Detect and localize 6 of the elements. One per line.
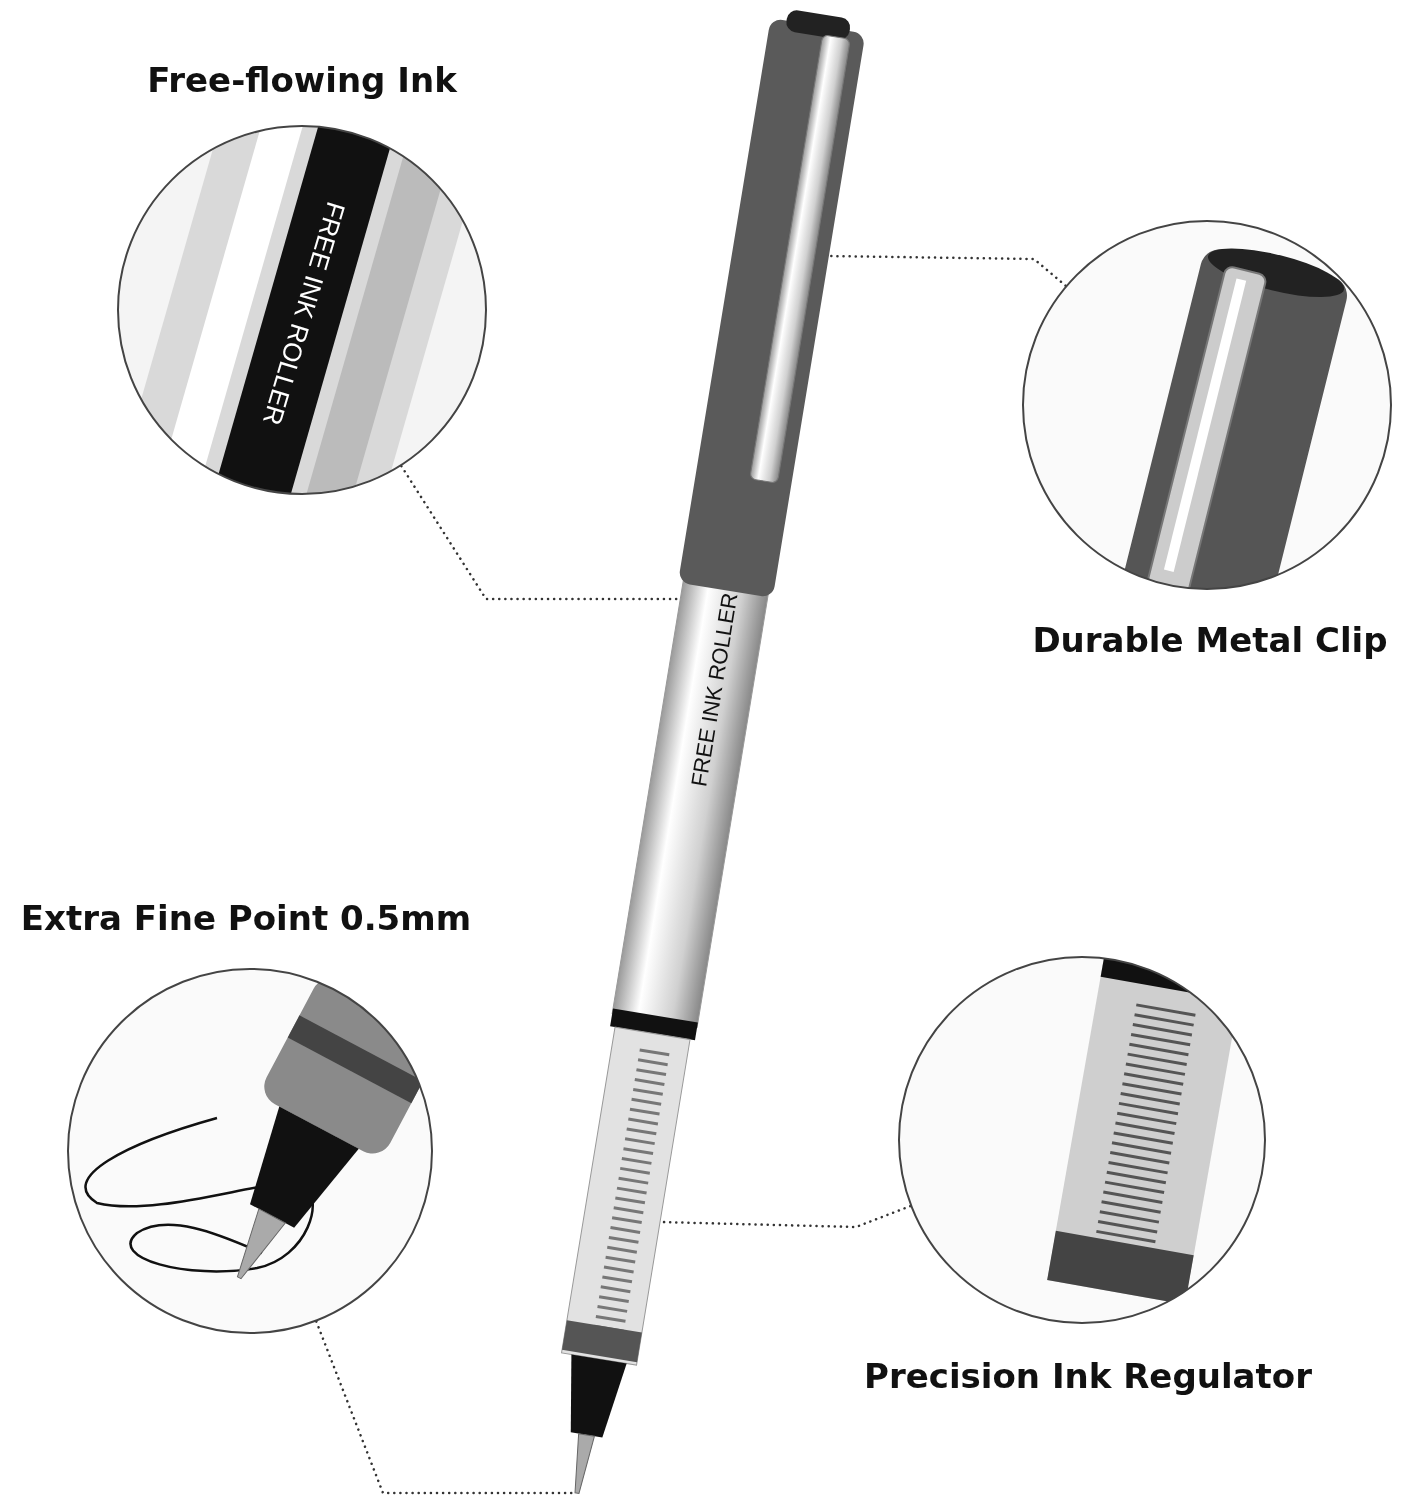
printed-pen-text: FREE INK ROLLER: [686, 591, 743, 789]
leader-line: [827, 254, 1067, 287]
callout-heading: Durable Metal Clip: [1031, 619, 1389, 662]
callout-heading: Precision Ink Regulator: [863, 1355, 1313, 1398]
callout-heading: Extra Fine Point 0.5mm: [19, 897, 473, 940]
callout-heading: Free-flowing Ink: [146, 59, 458, 102]
